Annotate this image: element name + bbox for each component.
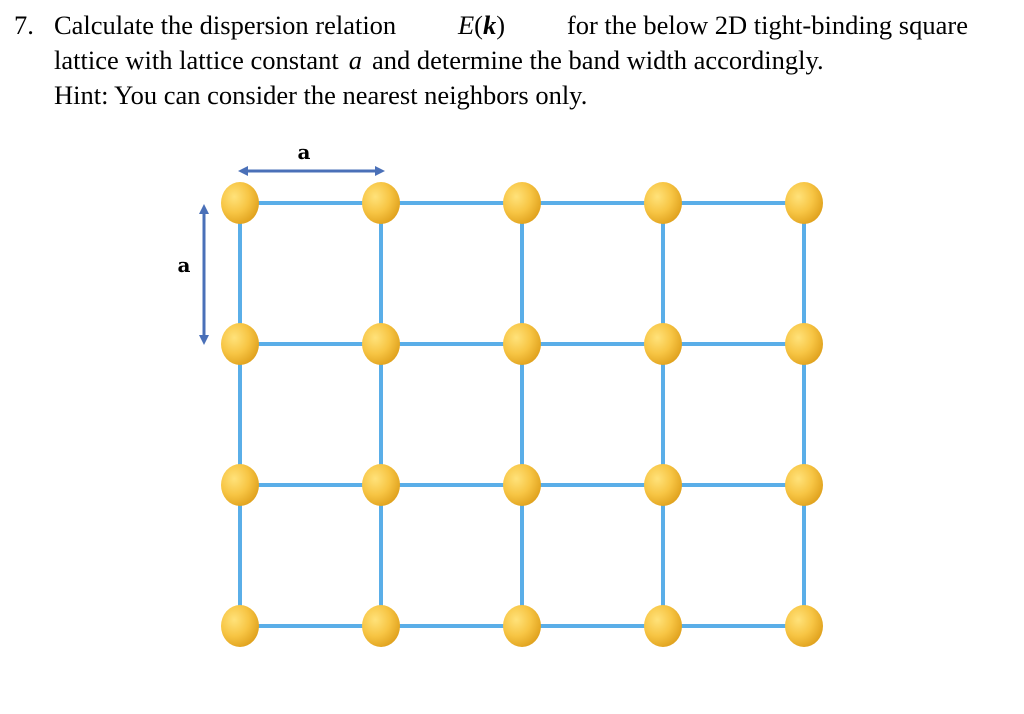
lattice-atom <box>503 323 541 365</box>
lattice-atom <box>785 182 823 224</box>
question-line-1-left: 7. Calculate the dispersion relation <box>14 8 396 43</box>
question-line-1-pre: Calculate the dispersion relation <box>54 10 397 40</box>
lattice-bonds <box>238 201 806 628</box>
lattice-atom <box>221 323 259 365</box>
lattice-atom <box>362 605 400 647</box>
lattice-atom <box>503 605 541 647</box>
question-line-2-pre: lattice with lattice constant <box>54 45 339 75</box>
open-paren: ( <box>474 10 483 40</box>
lattice-atom <box>644 323 682 365</box>
vertical-dimension-label: a <box>178 253 191 277</box>
lattice-atom <box>362 464 400 506</box>
lattice-constant-symbol: a <box>348 45 363 75</box>
question-line-1: 7. Calculate the dispersion relation E(k)… <box>14 8 968 43</box>
question-line-2-post: and determine the band width accordingly… <box>372 45 824 75</box>
lattice-atom <box>644 464 682 506</box>
lattice-atom <box>221 464 259 506</box>
lattice-atom <box>644 605 682 647</box>
question-text: 7. Calculate the dispersion relation E(k)… <box>14 8 1014 113</box>
question-line-1-post: for the below 2D tight-binding square <box>566 10 968 40</box>
lattice-atom <box>785 323 823 365</box>
lattice-atoms <box>221 182 823 647</box>
lattice-atom <box>644 182 682 224</box>
horizontal-dimension-arrow <box>238 166 385 176</box>
lattice-atom <box>221 182 259 224</box>
horizontal-dimension-label: a <box>298 140 311 164</box>
lattice-atom <box>503 182 541 224</box>
wavevector-symbol: k <box>483 10 497 40</box>
vertical-dimension-arrow <box>199 204 209 345</box>
dispersion-symbol: E(k) <box>458 8 505 43</box>
lattice-atom <box>362 182 400 224</box>
lattice-atom <box>362 323 400 365</box>
lattice-atom <box>785 464 823 506</box>
lattice-atom <box>785 605 823 647</box>
close-paren: ) <box>496 10 506 40</box>
lattice-atom <box>503 464 541 506</box>
question-number: 7. <box>14 10 34 40</box>
question-line-2: lattice with lattice constant a and determ… <box>14 43 1014 78</box>
energy-symbol: E <box>457 10 475 40</box>
lattice-atom <box>221 605 259 647</box>
hint-line: Hint: You can consider the nearest neigh… <box>54 80 588 110</box>
